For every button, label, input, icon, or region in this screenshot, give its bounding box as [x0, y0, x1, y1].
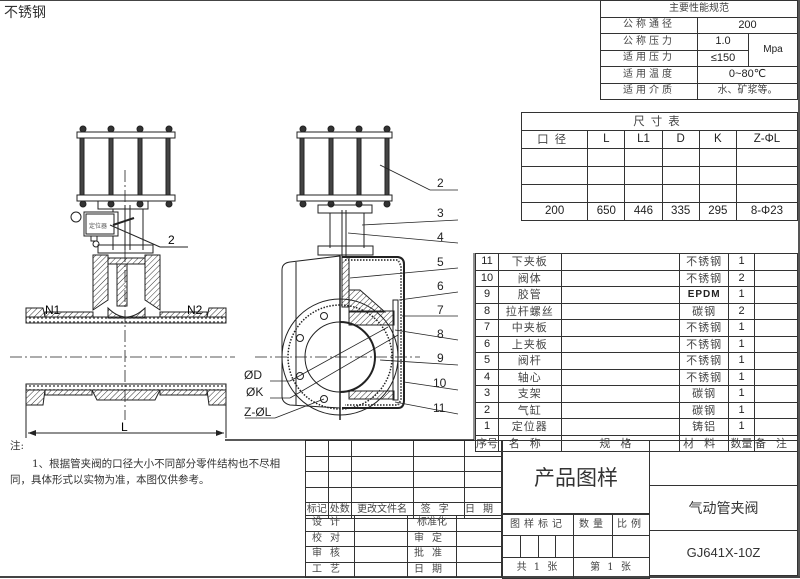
- material-label: 不锈钢: [4, 5, 46, 21]
- parts-cell-no: 7: [475, 319, 499, 337]
- notes: 注: 1、根据管夹阀的口径大小不同部分零件结构也不尽相同，具体形式以实物为准，本…: [10, 438, 300, 488]
- signature-label: 日期: [407, 561, 457, 579]
- signature-label: 工艺: [305, 561, 355, 579]
- product-name: 气动管夹阀: [688, 500, 759, 517]
- mark-table: 图样标记 数量 比例 共 1 张 第 1 张: [502, 514, 650, 579]
- model-number: GJ641X-10Z: [686, 545, 761, 560]
- parts-header: 材料: [679, 434, 730, 452]
- frame-border-top: [0, 0, 800, 1]
- product-name-box: 气动管夹阀: [650, 485, 798, 531]
- dimension-cell: 650: [587, 202, 626, 221]
- callout-6: 6: [437, 279, 444, 293]
- callout-2-front: 2: [168, 233, 175, 247]
- callout-7: 7: [437, 303, 444, 317]
- dimension-cell: 200: [520, 202, 589, 221]
- dim-label-zl: Z-ØL: [244, 405, 272, 419]
- inlet-label: N1: [45, 303, 61, 317]
- dimension-cell: 295: [698, 202, 737, 221]
- note-item: 1、根据管夹阀的口径大小不同部分零件结构也不尽相同，具体形式以实物为准，本图仅供…: [10, 458, 281, 486]
- parts-cell-no: 6: [475, 335, 499, 353]
- parts-cell-no: 2: [475, 401, 499, 419]
- model-box: GJ641X-10Z: [650, 530, 798, 576]
- callout-9: 9: [437, 351, 444, 365]
- frame-border-right: [798, 0, 800, 578]
- signature-row: 工艺 日期: [305, 561, 502, 579]
- drawing-type: 产品图样: [534, 466, 618, 490]
- dimension-header: K: [698, 130, 737, 149]
- cylinder-front: [76, 125, 176, 208]
- side-view: [245, 125, 459, 420]
- callout-4: 4: [437, 230, 444, 244]
- spec-value: 水、矿浆等。: [697, 82, 798, 100]
- signature-cell[interactable]: [456, 561, 502, 579]
- callout-11: 11: [433, 401, 446, 415]
- side-callouts: 2 3 4 5 6 7 8 9 10 11 ØD ØK Z-ØL: [244, 176, 447, 419]
- length-label: L: [121, 420, 128, 434]
- callout-10: 10: [433, 376, 447, 390]
- dimension-cell: 8-Φ23: [735, 202, 799, 221]
- parts-header: 备注: [754, 434, 798, 452]
- positioner: [70, 211, 135, 248]
- front-view: [10, 125, 235, 438]
- callout-2: 2: [437, 176, 444, 190]
- drawing-type-box: 产品图样: [502, 440, 650, 514]
- parts-header: 数量: [728, 434, 755, 452]
- parts-header: 规格: [560, 434, 681, 452]
- notes-title: 注:: [10, 440, 25, 452]
- signature-row: 审核批准: [305, 546, 502, 563]
- positioner-label: 定位器: [89, 222, 107, 230]
- title-empty-box: [650, 440, 798, 486]
- dimension-row: [520, 166, 799, 185]
- callout-3: 3: [437, 206, 444, 220]
- cylinder-side: [296, 125, 393, 208]
- dim-label-k: ØK: [246, 385, 263, 399]
- dim-label-d: ØD: [244, 368, 262, 382]
- pressure-unit: Mpa: [748, 33, 798, 67]
- callout-8: 8: [437, 327, 444, 341]
- revision-table: 标记处数更改文件名签字日期: [305, 440, 502, 519]
- signature-table: 设计标准化校对审定审核批准工艺日期: [305, 515, 502, 579]
- outlet-label: N2: [187, 303, 203, 317]
- callout-5: 5: [437, 255, 444, 269]
